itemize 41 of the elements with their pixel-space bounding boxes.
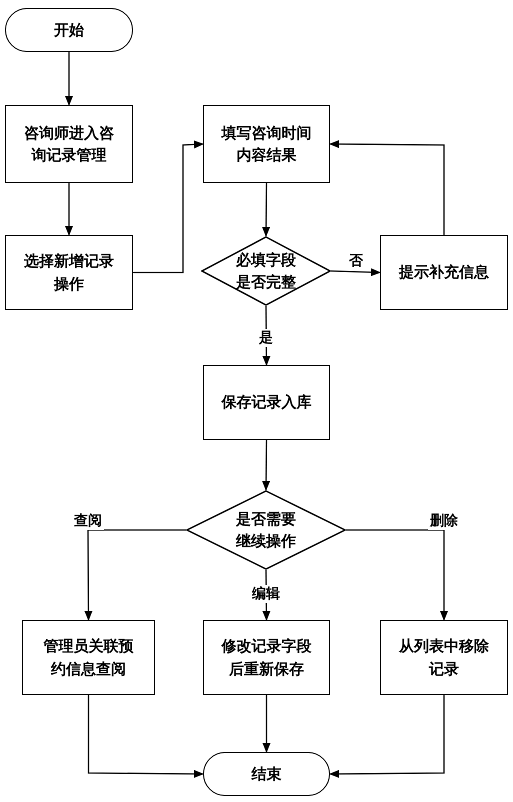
edge-label: 查阅 xyxy=(72,512,104,530)
edge-label: 否 xyxy=(347,252,365,270)
node-label: 填写咨询时间内容结果 xyxy=(220,122,312,166)
arrow xyxy=(330,268,381,276)
node-label: 管理员关联预约信息查阅 xyxy=(42,636,134,680)
terminator-shape xyxy=(203,752,330,796)
process-box xyxy=(5,105,133,183)
node-label: 是否需要继续操作 xyxy=(234,508,297,552)
arrow xyxy=(88,695,204,778)
process-box xyxy=(380,235,508,310)
arrow xyxy=(329,140,445,235)
arrow xyxy=(133,140,204,274)
node-label: 修改记录字段后重新保存 xyxy=(220,636,312,680)
arrow xyxy=(346,529,448,621)
process-box xyxy=(203,620,330,695)
node-label: 保存记录入库 xyxy=(220,392,312,414)
edge-label: 删除 xyxy=(428,512,460,530)
process-box xyxy=(22,620,155,695)
node-label: 开始 xyxy=(52,20,85,41)
arrow xyxy=(65,52,73,106)
terminator-shape xyxy=(5,8,133,52)
arrow xyxy=(84,529,186,621)
node-label: 必填字段是否完整 xyxy=(234,250,297,293)
process-box xyxy=(203,365,330,440)
process-box xyxy=(203,105,330,183)
arrow xyxy=(262,183,270,237)
process-box xyxy=(5,235,133,310)
node-label: 结束 xyxy=(250,764,282,785)
node-label: 提示补充信息 xyxy=(398,262,490,284)
edge-label: 编辑 xyxy=(250,585,282,603)
node-label: 从列表中移除记录 xyxy=(398,636,490,680)
arrow xyxy=(262,695,270,753)
decision-diamond xyxy=(186,490,346,570)
node-label: 选择新增记录操作 xyxy=(23,251,115,294)
node-label: 咨询师进入咨询记录管理 xyxy=(23,122,115,166)
process-box xyxy=(380,620,508,695)
arrow xyxy=(329,695,445,778)
arrow xyxy=(262,440,270,491)
decision-diamond xyxy=(201,236,331,306)
edge-label: 是 xyxy=(257,329,275,347)
arrow xyxy=(65,183,73,236)
